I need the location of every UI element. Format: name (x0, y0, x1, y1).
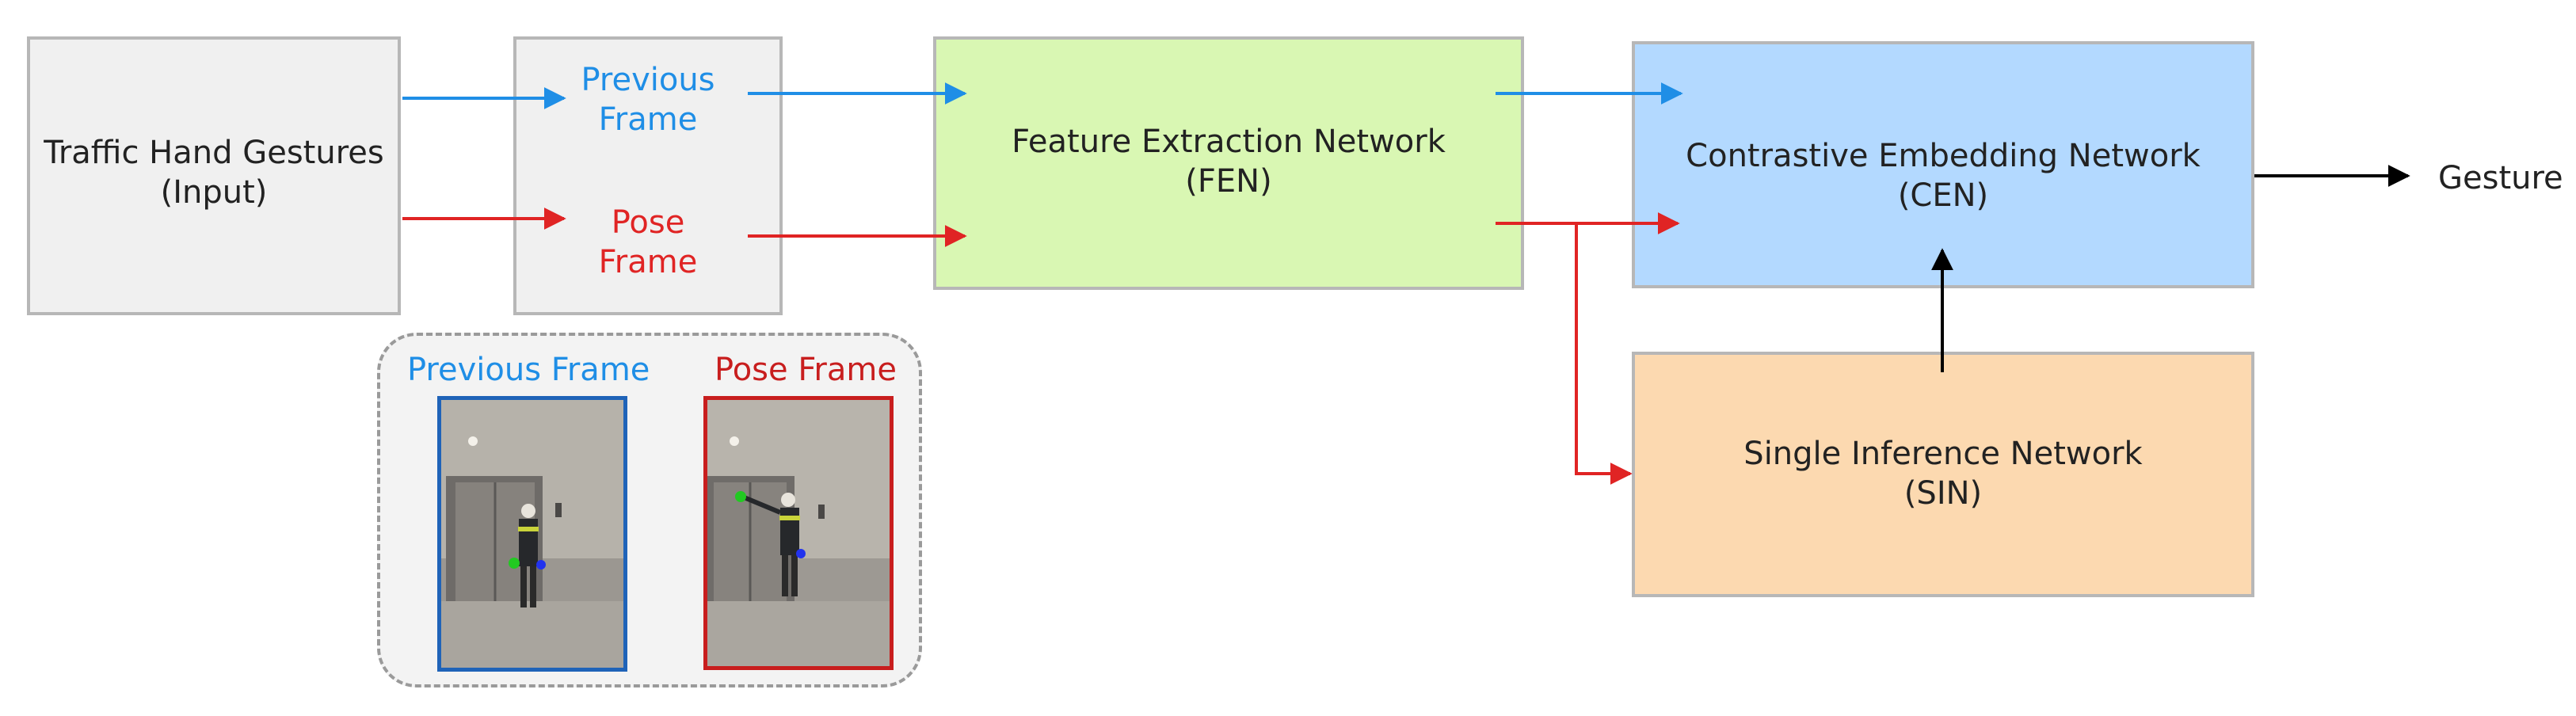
pose-frame-label: Pose Frame (516, 203, 779, 282)
input-subtitle: (Input) (160, 174, 268, 211)
pose-frame-scene (707, 400, 890, 666)
gesture-output-label: Gesture (2438, 160, 2563, 196)
cen-label: Contrastive Embedding Network (CEN) (1635, 136, 2251, 215)
example-frames-inset: Previous Frame Pose Frame (377, 333, 922, 687)
previous-frame-scene (441, 400, 623, 668)
fen-title: Feature Extraction Network (1012, 124, 1446, 160)
raised-hand-keypoint (735, 491, 746, 502)
left-hand-keypoint (509, 558, 520, 569)
right-hand-keypoint (536, 560, 546, 569)
cen-abbrev: (CEN) (1897, 177, 1989, 214)
pose-frame-image (703, 396, 894, 670)
sin-label: Single Inference Network (SIN) (1635, 434, 2251, 513)
previous-frame-line2: Frame (598, 101, 698, 138)
previous-frame-label: Previous Frame (516, 60, 779, 139)
lower-hand-keypoint (796, 549, 806, 558)
inset-pose-title: Pose Frame (714, 352, 897, 388)
previous-frame-line1: Previous (581, 62, 715, 98)
input-box: Traffic Hand Gestures (Input) (27, 36, 401, 315)
sin-title: Single Inference Network (1743, 436, 2143, 472)
frames-box: Previous Frame Pose Frame (513, 36, 783, 315)
inset-previous-title: Previous Frame (407, 352, 650, 388)
person-figure (518, 504, 539, 607)
fen-box: Feature Extraction Network (FEN) (933, 36, 1524, 290)
fen-abbrev: (FEN) (1185, 163, 1272, 200)
fen-label: Feature Extraction Network (FEN) (936, 122, 1521, 201)
pose-frame-line1: Pose (611, 204, 685, 241)
previous-frame-image (437, 396, 627, 672)
cen-title: Contrastive Embedding Network (1686, 138, 2201, 174)
input-title: Traffic Hand Gestures (44, 135, 384, 171)
input-box-label: Traffic Hand Gestures (Input) (30, 133, 398, 212)
person-figure-pose (741, 493, 800, 596)
sin-abbrev: (SIN) (1903, 475, 1983, 512)
pose-frame-line2: Frame (598, 244, 698, 280)
arrow-fen-to-sin (1575, 223, 1633, 485)
